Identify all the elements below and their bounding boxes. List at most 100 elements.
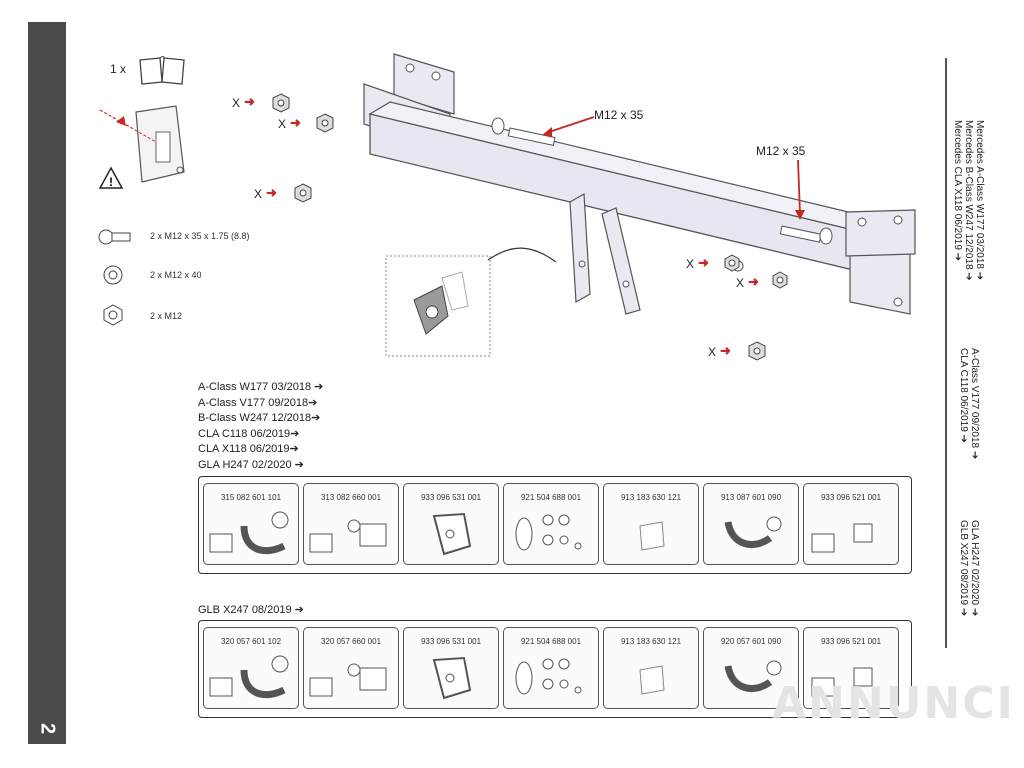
- part-number: 320 057 660 001: [320, 637, 382, 646]
- vertical-line: GLB X247 08/2019 ➔: [958, 520, 969, 617]
- ball-neck-icon: [724, 660, 782, 693]
- vertical-line: CLA C118 06/2019 ➔: [958, 348, 969, 443]
- nut-icon: [103, 304, 123, 326]
- model-line: CLA X118 06/2019➔: [198, 443, 299, 455]
- cover-cap-icon: [639, 665, 665, 695]
- x-label-2: X: [278, 117, 287, 131]
- model-line: GLA H247 02/2020 ➔: [198, 458, 304, 471]
- part-card: 933 096 531 001: [403, 627, 499, 709]
- arrow-icon: ➜: [290, 115, 301, 130]
- ball-neck-icon: [724, 516, 782, 549]
- part-number: 921 504 688 001: [520, 493, 582, 502]
- hardware-set-icon: [515, 658, 582, 695]
- nut-icon: [724, 254, 740, 272]
- bolt-icon: [98, 229, 131, 245]
- arrow-icon: [795, 159, 805, 220]
- vertical-line: Mercedes CLA X118 06/2019 ➔: [952, 120, 963, 262]
- x-label-1: X: [232, 96, 241, 110]
- part-number: 933 096 531 001: [420, 493, 482, 502]
- parts-kit-2: 320 057 601 102 320 057 660 001 933 096 …: [198, 620, 912, 718]
- x-label-6: X: [708, 345, 717, 359]
- model-line: A-Class V177 09/2018➔: [198, 396, 318, 409]
- svg-text:!: !: [109, 175, 113, 189]
- part-number: 315 082 601 101: [220, 493, 282, 502]
- part-card: 920 057 601 090: [703, 627, 799, 709]
- part-card: 933 096 521 001: [803, 483, 899, 565]
- manual-book-icon: [139, 56, 185, 85]
- part-number: 920 057 601 090: [720, 637, 782, 646]
- small-parts-icon: [811, 523, 873, 553]
- tow-ball-icon: [209, 655, 289, 699]
- small-parts-icon: [811, 667, 873, 697]
- bolt-spec: 2 x M12 x 35 x 1.75 (8.8): [150, 231, 250, 241]
- bolt-label-right: M12 x 35: [756, 144, 806, 158]
- model-list: A-Class W177 03/2018 ➔ A-Class V177 09/2…: [198, 380, 323, 473]
- part-card: 933 096 521 001: [803, 627, 899, 709]
- arrow-icon: ➜: [698, 255, 709, 270]
- hardware-set-icon: [515, 514, 582, 551]
- nut-icon: [316, 113, 334, 133]
- x-label-4: X: [686, 257, 695, 271]
- part-card: 315 082 601 101: [203, 483, 299, 565]
- vertical-column: A-Class V177 09/2018 ➔ CLA C118 06/2019 …: [958, 348, 980, 459]
- part-card: 313 082 660 001: [303, 483, 399, 565]
- detail-inset: [385, 247, 557, 357]
- bracket-icon: [432, 512, 472, 556]
- model-line: A-Class W177 03/2018 ➔: [198, 381, 324, 393]
- nut-icon: [748, 341, 766, 361]
- part-number: 921 504 688 001: [520, 637, 582, 646]
- nut-icon: [272, 93, 290, 113]
- part-number: 913 183 630 121: [620, 637, 682, 646]
- part-card: 921 504 688 001: [503, 627, 599, 709]
- crossmember-illustration: [363, 53, 916, 315]
- wiring-kit-icon: [309, 663, 387, 697]
- warning-triangle-icon: !: [98, 166, 124, 189]
- x-label-3: X: [254, 187, 263, 201]
- reflector-warning-illustration: [99, 105, 185, 183]
- part-card: 913 087 601 090: [703, 483, 799, 565]
- arrow-icon: [542, 116, 595, 137]
- vertical-line: A-Class V177 09/2018 ➔: [969, 348, 980, 460]
- part-number: 913 087 601 090: [720, 493, 782, 502]
- arrow-icon: ➜: [244, 94, 255, 109]
- washer-spec: 2 x M12 x 40: [150, 270, 202, 280]
- cover-cap-icon: [639, 521, 665, 551]
- arrow-icon: ➜: [720, 343, 731, 358]
- washer-icon: [103, 265, 123, 285]
- part-number: 933 096 521 001: [820, 637, 882, 646]
- manual-count: 1 x: [110, 62, 127, 76]
- arrow-icon: ➜: [748, 274, 759, 289]
- model-line: CLA C118 06/2019➔: [198, 427, 300, 440]
- part-card: 913 183 630 121: [603, 483, 699, 565]
- part-number: 313 082 660 001: [320, 493, 382, 502]
- nut-icon: [772, 271, 788, 289]
- model-line: B-Class W247 12/2018➔: [198, 412, 321, 424]
- page-sidebar: 2: [28, 22, 66, 744]
- part-card: 933 096 531 001: [403, 483, 499, 565]
- part-number: 933 096 531 001: [420, 637, 482, 646]
- bolt-label-top: M12 x 35: [594, 108, 644, 122]
- vertical-line: Mercedes A-Class W177 03/2018 ➔: [974, 120, 985, 281]
- part-card: 320 057 601 102: [203, 627, 299, 709]
- vertical-column: GLA H247 02/2020 ➔ GLB X247 08/2019 ➔: [958, 520, 980, 616]
- nut-icon: [294, 183, 312, 203]
- vertical-divider: [945, 58, 947, 648]
- bracket-icon: [432, 656, 472, 700]
- x-label-5: X: [736, 276, 745, 290]
- part-card: 921 504 688 001: [503, 483, 599, 565]
- vertical-model-list: Mercedes A-Class W177 03/2018 ➔ Mercedes…: [952, 120, 990, 660]
- tow-ball-icon: [209, 511, 289, 555]
- part-card: 320 057 660 001: [303, 627, 399, 709]
- part-card: 913 183 630 121: [603, 627, 699, 709]
- vertical-line: GLA H247 02/2020 ➔: [969, 520, 980, 617]
- part-number: 933 096 521 001: [820, 493, 882, 502]
- nut-spec: 2 x M12: [150, 311, 183, 321]
- arrow-icon: ➜: [266, 185, 277, 200]
- part-number: 913 183 630 121: [620, 493, 682, 502]
- watermark: ANNUNCI: [772, 678, 1015, 729]
- page-number: 2: [36, 722, 59, 735]
- glb-title: GLB X247 08/2019 ➔: [198, 604, 304, 616]
- vertical-line: Mercedes B-Class W247 12/2018 ➔: [963, 120, 974, 281]
- parts-kit-1: 315 082 601 101 313 082 660 001 933 096 …: [198, 476, 912, 574]
- wiring-kit-icon: [309, 519, 387, 553]
